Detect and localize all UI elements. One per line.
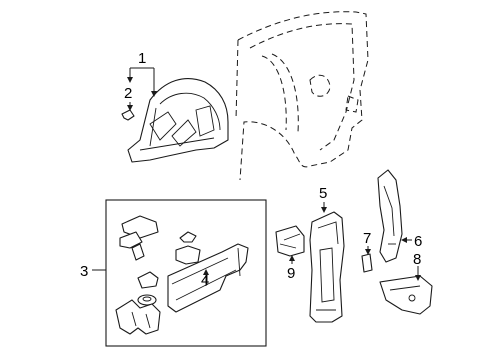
clip-part [121,109,135,121]
callout-1: 1 [138,50,146,67]
pillar-reinforcement-5 [309,211,345,323]
leaders-1-2 [127,67,157,111]
callout-3: 3 [80,263,88,280]
callout-4: 4 [201,272,209,289]
callout-7: 7 [363,230,371,247]
small-bracket-9 [275,225,305,257]
bracket-assembly [115,215,249,335]
part3-group-box [105,199,267,347]
callout-5: 5 [319,185,327,202]
wheelhouse-panel [127,78,229,163]
callout-8: 8 [413,251,421,268]
clip-7 [361,253,373,273]
reinforcement-6 [377,169,403,263]
lower-bracket-8 [379,275,433,315]
quarter-panel-outline [235,11,369,181]
callout-6: 6 [414,233,422,250]
callout-9: 9 [287,265,295,282]
callout-2: 2 [124,85,132,102]
